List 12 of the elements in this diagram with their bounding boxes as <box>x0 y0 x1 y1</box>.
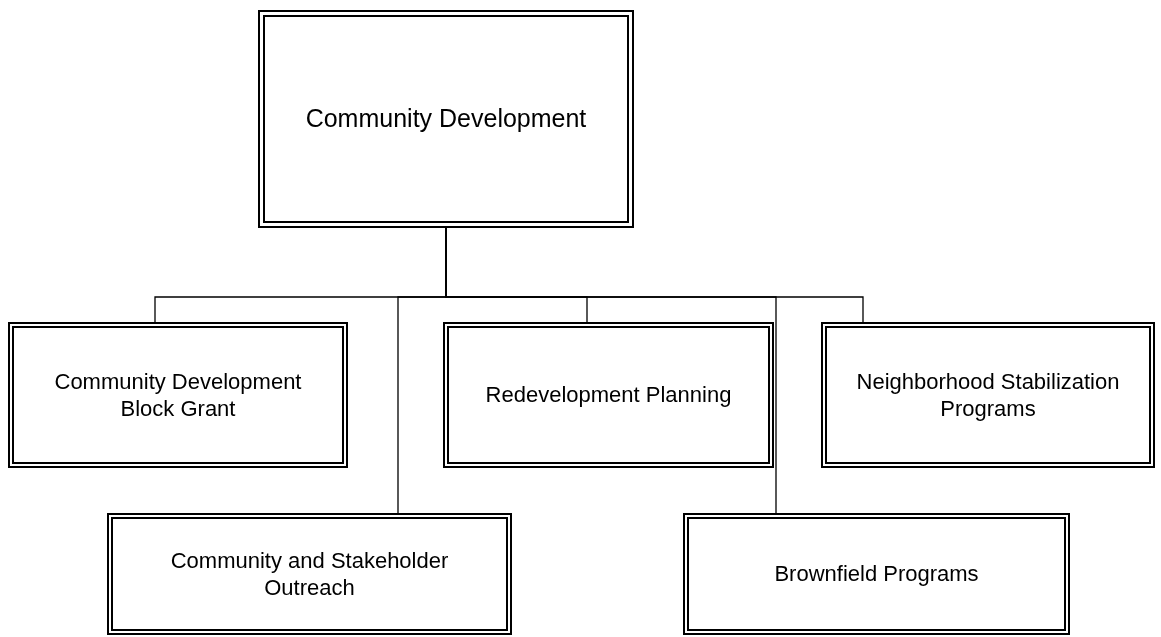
org-box <box>443 322 774 468</box>
org-box <box>8 322 348 468</box>
org-box <box>683 513 1070 635</box>
box-label: Brownfield Programs <box>774 560 979 588</box>
org-box <box>821 322 1155 468</box>
box-label: Redevelopment Planning <box>485 381 732 409</box>
box-label: Neighborhood Stabilization Programs <box>855 367 1121 423</box>
box-label: Community and Stakeholder Outreach <box>169 546 450 602</box>
box-label: Community Development Block Grant <box>53 367 303 423</box>
org-box <box>258 10 634 228</box>
org-box <box>107 513 512 635</box>
box-label: Community Development <box>305 103 587 135</box>
